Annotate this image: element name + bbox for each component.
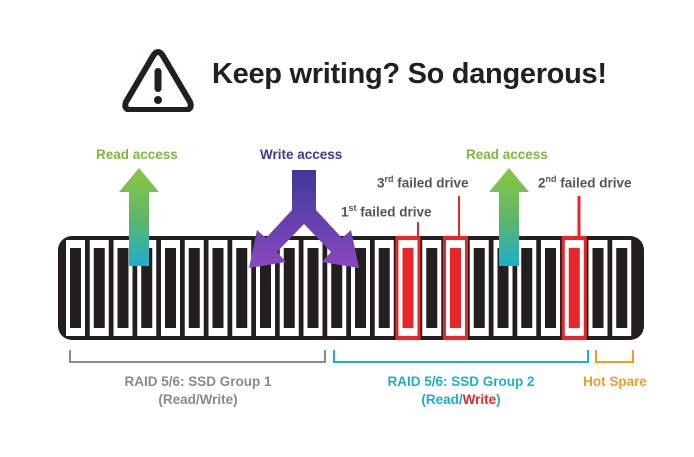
- warning-triangle-icon: [122, 49, 194, 112]
- drive-slot-inner: [141, 248, 153, 328]
- drive-slot-inner: [616, 248, 628, 328]
- drive-slot-inner: [212, 248, 224, 328]
- group1-bracket: [69, 350, 326, 363]
- second-failed-drive-label: 2nd failed drive: [538, 174, 632, 191]
- drive-slots: [66, 236, 632, 340]
- drive-slot-inner: [545, 248, 556, 328]
- drive-slot-inner: [450, 248, 461, 328]
- group2-mode: (Read/Write): [421, 392, 501, 407]
- group1-title: RAID 5/6: SSD Group 1: [124, 374, 272, 389]
- write-arrow: [249, 170, 359, 268]
- drive-slot-inner: [260, 248, 271, 328]
- drive-slot-inner: [307, 248, 319, 328]
- drive-slot-inner: [70, 248, 81, 328]
- read-arrow-right: [489, 168, 529, 266]
- headline: Keep writing? So dangerous!: [212, 58, 607, 90]
- drive-slot-inner: [426, 248, 438, 328]
- write-access-label: Write access: [260, 147, 343, 162]
- drive-slot-inner: [521, 248, 533, 328]
- drive-slot-inner: [165, 248, 176, 328]
- drive-slot-inner: [568, 248, 580, 328]
- read-access-label-right: Read access: [466, 147, 548, 162]
- drive-slot-inner: [497, 248, 509, 328]
- read-access-label-left: Read access: [96, 147, 178, 162]
- drive-slot-inner: [283, 248, 295, 328]
- drive-slot-inner: [188, 248, 200, 328]
- drive-slot-inner: [93, 248, 105, 328]
- drive-slot-inner: [473, 248, 485, 328]
- read-arrow-left: [119, 168, 159, 266]
- drive-slot-inner: [355, 248, 366, 328]
- hot-spare-caption: Hot Spare: [583, 374, 647, 389]
- drive-slot-inner: [402, 248, 414, 328]
- group1-mode: (Read/Write): [158, 392, 238, 407]
- group2-bracket: [333, 350, 589, 363]
- third-failed-drive-label: 3rd failed drive: [377, 174, 469, 191]
- drive-slot-inner: [378, 248, 390, 328]
- group2-caption: RAID 5/6: SSD Group 2 (Read/Write): [356, 374, 566, 407]
- group2-title: RAID 5/6: SSD Group 2: [387, 374, 535, 389]
- drive-slot-inner: [117, 248, 129, 328]
- drive-slot-inner: [331, 248, 343, 328]
- first-failed-drive-label: 1st failed drive: [341, 203, 432, 220]
- hot-spare-bracket: [595, 350, 634, 363]
- drive-slot-inner: [592, 248, 604, 328]
- drive-slot-inner: [236, 248, 248, 328]
- group1-caption: RAID 5/6: SSD Group 1 (Read/Write): [96, 374, 300, 407]
